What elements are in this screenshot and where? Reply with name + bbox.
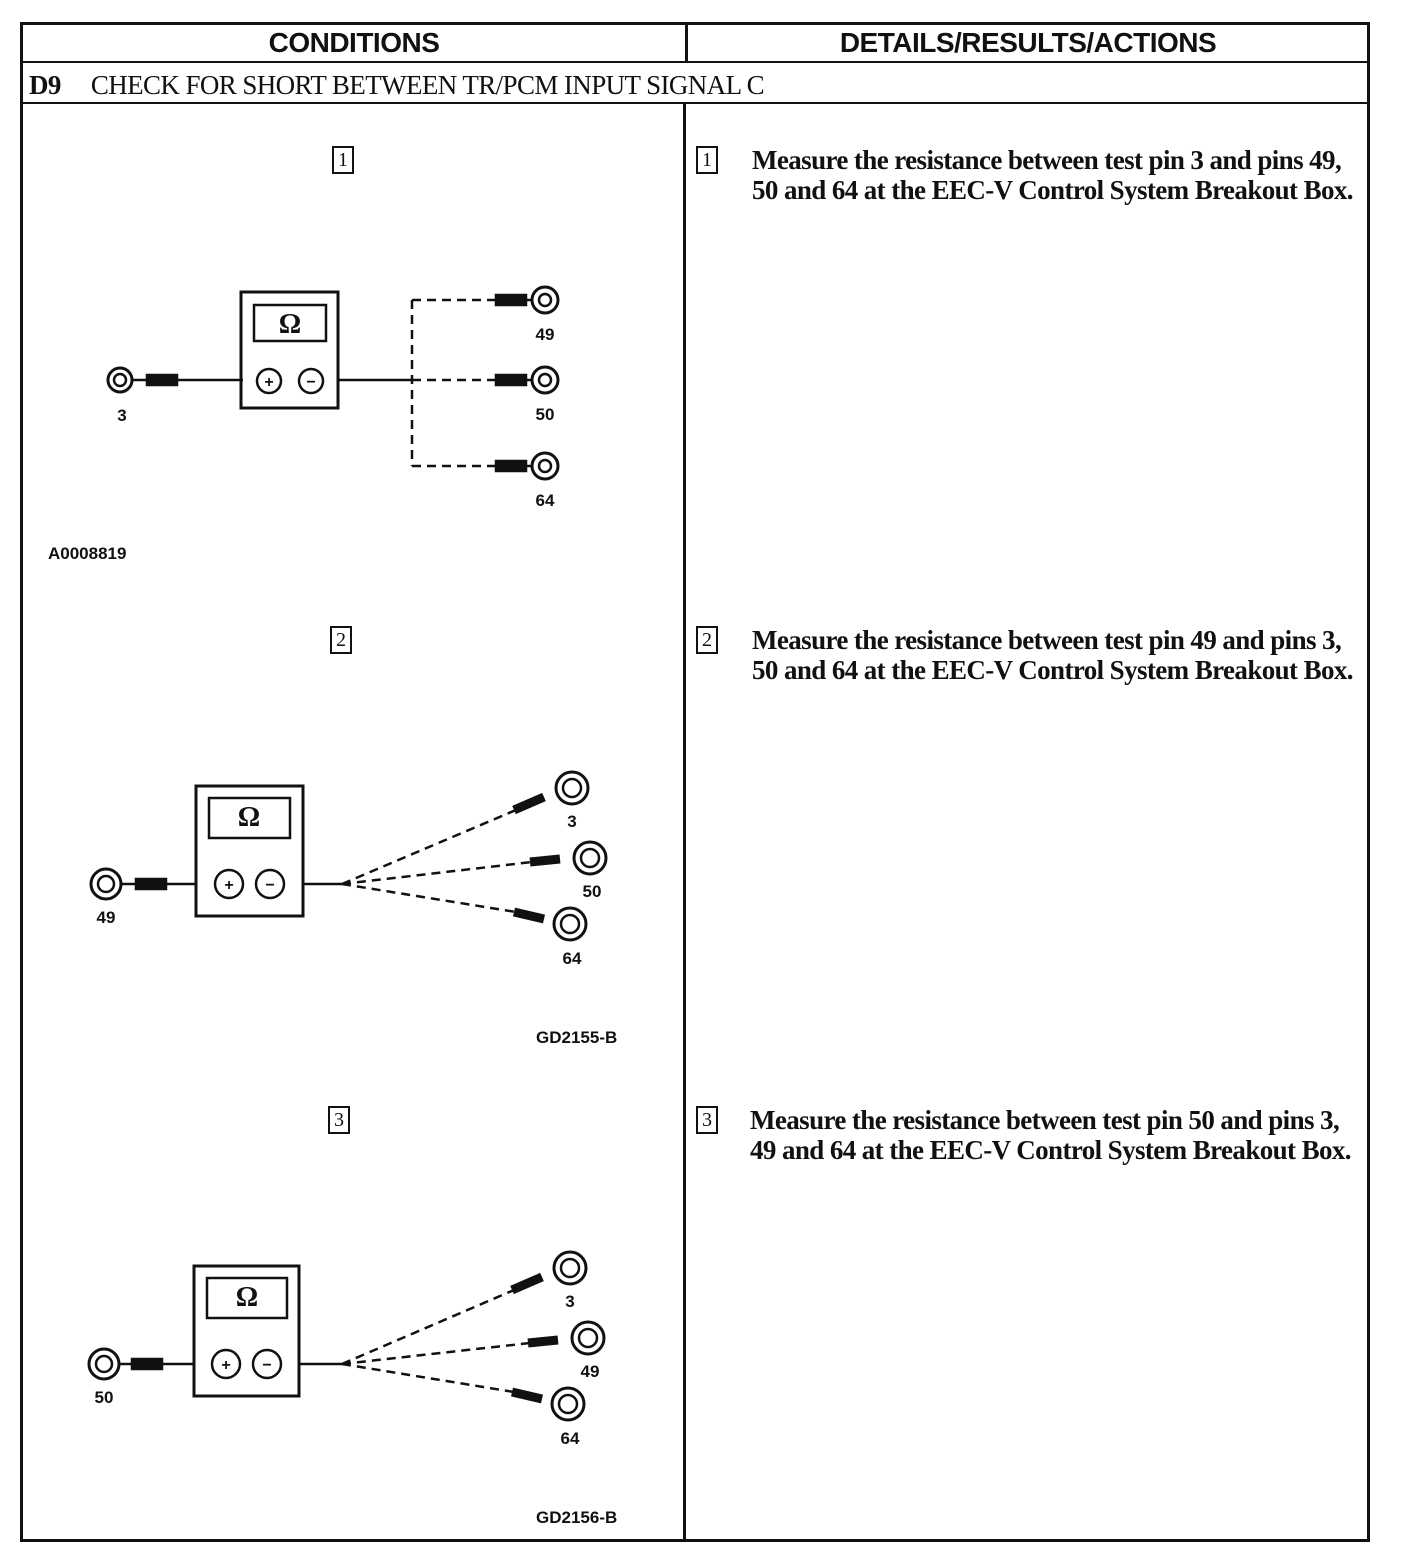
- details-header: DETAILS/RESULTS/ACTIONS: [839, 27, 1217, 58]
- source-pin-label: 3: [117, 406, 126, 425]
- column-divider: [683, 102, 686, 1542]
- conditions-header: CONDITIONS: [268, 27, 440, 58]
- step-3-marker-left: 3: [328, 1106, 350, 1134]
- header-divider: [685, 25, 688, 61]
- ohm-symbol: Ω: [279, 309, 301, 340]
- target-pin-label: 3: [565, 1292, 574, 1311]
- minus-terminal: −: [262, 1357, 271, 1374]
- step-1-text: Measure the resistance between test pin …: [752, 145, 1354, 205]
- target-pin-label: 49: [581, 1362, 600, 1381]
- step-1-marker-left: 1: [332, 146, 354, 174]
- header-rule: [23, 61, 1367, 63]
- plus-terminal: +: [224, 877, 233, 894]
- plus-terminal: +: [221, 1357, 230, 1374]
- step-3-marker-right: 3: [696, 1106, 718, 1134]
- figure-1-id: A0008819: [48, 544, 127, 563]
- step-2-marker-right: 2: [696, 626, 718, 654]
- target-pin-label: 64: [536, 491, 555, 510]
- ohm-symbol: Ω: [236, 1282, 258, 1313]
- figure-2-id: GD2155-B: [536, 1028, 618, 1047]
- source-pin-label: 49: [97, 908, 116, 927]
- step-3-text: Measure the resistance between test pin …: [750, 1105, 1352, 1165]
- ohm-symbol: Ω: [238, 802, 260, 833]
- section-rule: [23, 102, 1367, 104]
- procedure-table: CONDITIONS DETAILS/RESULTS/ACTIONS D9 CH…: [20, 22, 1370, 1542]
- step-2-text: Measure the resistance between test pin …: [752, 625, 1354, 685]
- step-2-marker-left: 2: [330, 626, 352, 654]
- minus-terminal: −: [265, 877, 274, 894]
- step-1-marker-right: 1: [696, 146, 718, 174]
- target-pin-label: 64: [563, 949, 582, 968]
- probe-tip-icon: [145, 373, 179, 387]
- ohmmeter-icon: [194, 784, 305, 918]
- target-pin-label: 64: [561, 1429, 580, 1448]
- ohmmeter-icon: [192, 1264, 301, 1398]
- section-title: D9 CHECK FOR SHORT BETWEEN TR/PCM INPUT …: [29, 67, 765, 103]
- target-pin-label: 3: [567, 812, 576, 831]
- ohmmeter-icon: [239, 290, 340, 410]
- source-pin-label: 50: [95, 1388, 114, 1407]
- figure-3-id: GD2156-B: [536, 1508, 618, 1527]
- plus-terminal: +: [264, 374, 273, 391]
- target-pin-label: 49: [536, 325, 555, 344]
- section-title-text: CHECK FOR SHORT BETWEEN TR/PCM INPUT SIG…: [90, 69, 765, 100]
- minus-terminal: −: [306, 374, 315, 391]
- target-pin-label: 50: [536, 405, 555, 424]
- target-pin-label: 50: [583, 882, 602, 901]
- section-code: D9: [29, 69, 61, 100]
